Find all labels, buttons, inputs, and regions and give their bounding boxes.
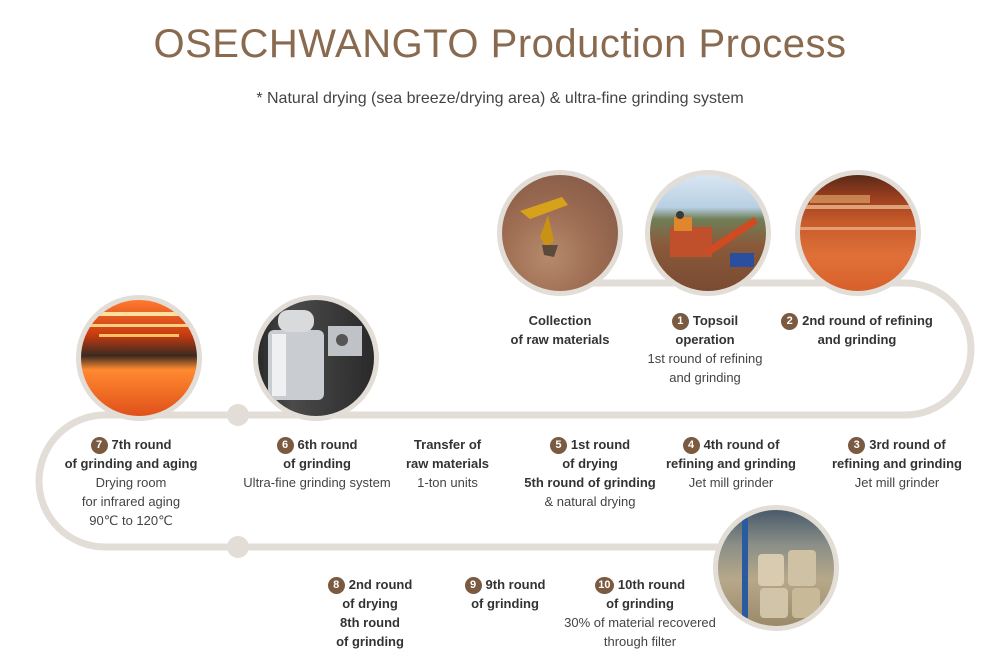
step-collection-head-1: Collection — [528, 313, 592, 328]
step-number-badge: 7 — [90, 437, 108, 454]
step-5-desc-1: & natural drying — [544, 494, 636, 509]
machine-icon — [670, 211, 758, 267]
step-number-badge: 9 — [464, 577, 482, 594]
topsoil-machine-photo — [645, 170, 771, 296]
step-3-desc-1: Jet mill grinder — [854, 475, 940, 490]
step-2-head-2: and grinding — [817, 332, 897, 347]
step-collection: Collection of raw materials — [490, 311, 630, 349]
step-6-desc-1: Ultra-fine grinding system — [243, 475, 391, 490]
step-8-head-4: of grinding — [336, 634, 404, 649]
step-6-head-2: of grinding — [283, 456, 351, 471]
heater-lights-icon — [89, 312, 189, 337]
step-7-head-2: of grinding and aging — [64, 456, 198, 471]
refining-plant-photo — [795, 170, 921, 296]
step-5-head-3: 5th round of grinding — [524, 475, 656, 490]
excavator-photo — [497, 170, 623, 296]
step-transfer: Transfer of raw materials 1-ton units — [385, 435, 510, 492]
step-8-head-2: of drying — [342, 596, 398, 611]
step-number-badge: 2 — [781, 313, 799, 330]
infrared-drying-room-photo — [76, 295, 202, 421]
step-transfer-head-1: Transfer of — [413, 437, 482, 452]
step-number-badge: 10 — [594, 577, 614, 594]
step-number-badge: 5 — [549, 437, 567, 454]
step-transfer-desc-1: 1-ton units — [417, 475, 478, 490]
step-7-desc-3: 90℃ to 120℃ — [89, 513, 173, 528]
bags-icon — [742, 518, 820, 618]
step-4-desc-1: Jet mill grinder — [688, 475, 774, 490]
page-title: OSECHWANGTO Production Process — [153, 22, 847, 66]
step-1-desc-1: 1st round of refining — [647, 351, 763, 366]
step-number-badge: 8 — [327, 577, 345, 594]
step-10-head-2: of grinding — [606, 596, 674, 611]
page-subtitle: * Natural drying (sea breeze/drying area… — [256, 90, 744, 107]
step-5-head-2: of drying — [562, 456, 618, 471]
step-8-head-3: 8th round — [340, 615, 400, 630]
step-3-head-2: refining and grinding — [832, 456, 962, 471]
step-1-desc-2: and grinding — [669, 370, 741, 385]
step-4-head-2: refining and grinding — [666, 456, 796, 471]
grinder-icon — [268, 310, 362, 400]
step-collection-head-2: of raw materials — [510, 332, 610, 347]
soil-bags-warehouse-photo — [713, 505, 839, 631]
flow-path — [35, 279, 975, 551]
step-transfer-head-2: raw materials — [405, 456, 490, 471]
step-10-desc-1: 30% of material recovered — [564, 615, 716, 630]
step-number-badge: 1 — [671, 313, 689, 330]
steel-grinder-photo — [253, 295, 379, 421]
step-1-head-2: operation — [675, 332, 735, 347]
flow-node — [227, 536, 249, 558]
step-7-desc-1: Drying room — [95, 475, 167, 490]
excavator-icon — [520, 197, 568, 257]
step-7-desc-2: for infrared aging — [81, 494, 181, 509]
step-10-desc-2: through filter — [603, 634, 677, 649]
step-number-badge: 4 — [682, 437, 700, 454]
step-9-head-2: of grinding — [471, 596, 539, 611]
step-number-badge: 6 — [276, 437, 294, 454]
conveyor-icon — [800, 195, 916, 230]
step-number-badge: 3 — [848, 437, 866, 454]
flow-node — [227, 404, 249, 426]
